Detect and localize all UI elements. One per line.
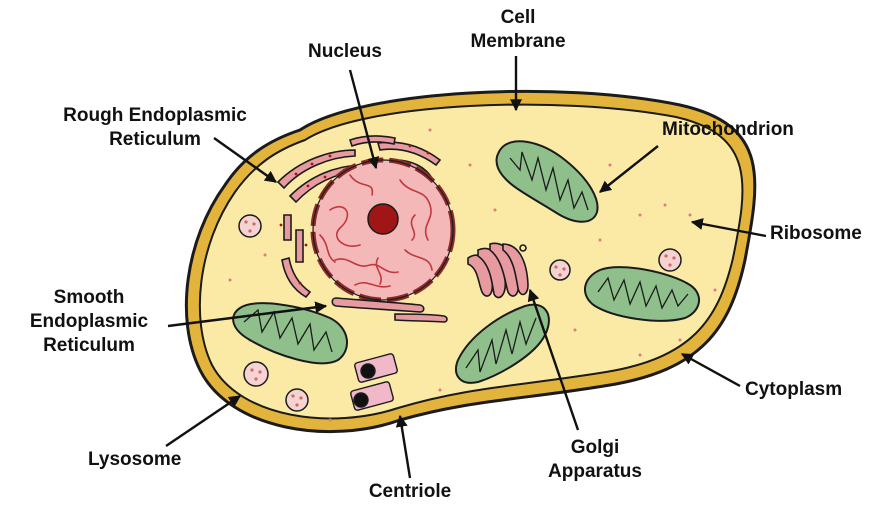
label-centriole: Centriole — [350, 480, 470, 504]
label-golgi: Golgi Apparatus — [530, 436, 660, 484]
label-rough-er-line2: Reticulum — [30, 128, 280, 152]
label-cell-membrane-line2: Membrane — [470, 30, 566, 54]
label-lysosome-text: Lysosome — [88, 448, 181, 472]
label-smooth-er: Smooth Endoplasmic Reticulum — [14, 286, 164, 358]
label-cytoplasm-text: Cytoplasm — [745, 378, 842, 402]
label-ribosome: Ribosome — [770, 222, 862, 246]
arrow-centriole — [400, 416, 410, 478]
label-ribosome-text: Ribosome — [770, 222, 862, 246]
label-golgi-line2: Apparatus — [530, 460, 660, 484]
label-golgi-line1: Golgi — [530, 436, 660, 460]
arrow-cytoplasm — [682, 354, 740, 386]
label-smooth-er-line2: Endoplasmic — [14, 310, 164, 334]
label-mitochondrion: Mitochondrion — [662, 118, 794, 142]
arrow-lysosome — [166, 396, 240, 446]
label-centriole-text: Centriole — [350, 480, 470, 504]
label-nucleus: Nucleus — [295, 40, 395, 64]
label-smooth-er-line1: Smooth — [14, 286, 164, 310]
label-rough-er-line1: Rough Endoplasmic — [30, 104, 280, 128]
label-nucleus-text: Nucleus — [295, 40, 395, 64]
label-rough-er: Rough Endoplasmic Reticulum — [30, 104, 280, 152]
label-cell-membrane-line1: Cell — [470, 6, 566, 30]
label-mitochondrion-text: Mitochondrion — [662, 118, 794, 142]
label-cytoplasm: Cytoplasm — [745, 378, 842, 402]
label-lysosome: Lysosome — [88, 448, 181, 472]
label-cell-membrane: Cell Membrane — [470, 6, 566, 54]
nucleus — [313, 160, 453, 300]
label-smooth-er-line3: Reticulum — [14, 334, 164, 358]
